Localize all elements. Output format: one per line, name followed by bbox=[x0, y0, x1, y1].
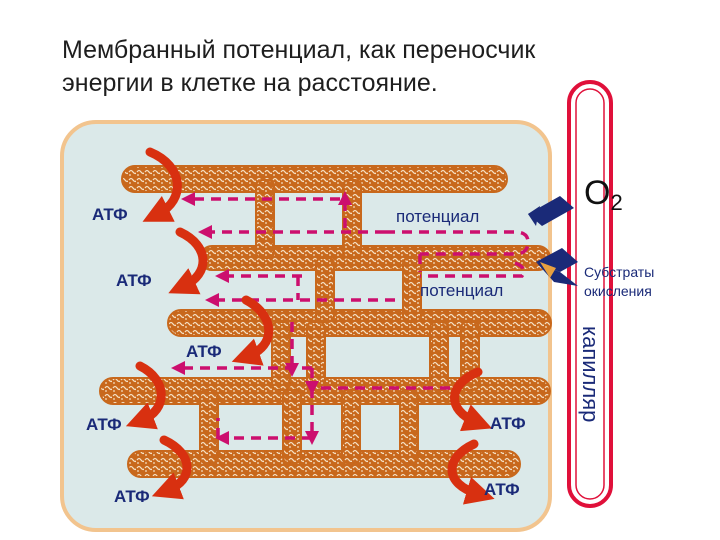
substrate-wedge-arrow-icon bbox=[536, 248, 578, 286]
membrane-connector bbox=[399, 389, 419, 464]
dashed-current-arrow-icon bbox=[420, 261, 526, 278]
title-line-2: энергии в клетке на расстояние. bbox=[62, 69, 438, 97]
title-line-1: Мембранный потенциал, как переносчик bbox=[62, 36, 536, 64]
atp-label: АТФ bbox=[490, 414, 526, 433]
atp-label: АТФ bbox=[86, 415, 122, 434]
capillary-inner-wall bbox=[575, 88, 605, 500]
atp-label: АТФ bbox=[116, 271, 152, 290]
membrane-bar bbox=[167, 309, 552, 337]
capillary-label: капилляр bbox=[578, 326, 603, 422]
membrane-connector bbox=[429, 321, 449, 391]
curved-atp-arrow-icon bbox=[125, 361, 166, 430]
substrates-label-line-2: окисления bbox=[584, 283, 652, 299]
curved-atp-arrow-icon bbox=[151, 435, 192, 500]
membrane-connector bbox=[271, 321, 291, 391]
membrane-connector bbox=[341, 389, 361, 464]
o2-label: O2 bbox=[584, 174, 623, 215]
mitochondrial-network bbox=[99, 165, 552, 478]
substrates-label-line-1: Субстраты bbox=[584, 264, 654, 280]
potential-label: потенциал bbox=[420, 281, 503, 300]
o2-main: O bbox=[584, 174, 610, 212]
membrane-connector bbox=[255, 179, 275, 259]
curved-atp-arrow-icon bbox=[450, 367, 493, 432]
curved-atp-arrow-icon bbox=[142, 147, 182, 222]
curved-atp-arrow-icon bbox=[168, 227, 208, 295]
membrane-connector bbox=[315, 257, 335, 323]
o2-wedge-arrow-icon bbox=[528, 196, 574, 226]
curved-atp-arrow-icon bbox=[447, 439, 495, 505]
curved-atp-arrow-icon bbox=[231, 295, 274, 366]
capillary-vessel bbox=[567, 80, 613, 508]
membrane-bar bbox=[199, 245, 551, 271]
o2-subscript: 2 bbox=[610, 190, 622, 215]
slide-title: Мембранный потенциал, как переносчик эне… bbox=[62, 34, 622, 100]
atp-label: АТФ bbox=[92, 205, 128, 224]
membrane-connector bbox=[282, 389, 302, 464]
potential-current-paths bbox=[171, 191, 530, 445]
atp-label: АТФ bbox=[186, 342, 222, 361]
membrane-bar bbox=[127, 450, 521, 478]
atp-label: АТФ bbox=[114, 487, 150, 506]
atp-arrows bbox=[125, 147, 495, 505]
membrane-connector bbox=[306, 321, 326, 391]
membrane-bar bbox=[121, 165, 508, 193]
membrane-connector bbox=[402, 257, 422, 323]
atp-label: АТФ bbox=[484, 480, 520, 499]
membrane-connector bbox=[199, 389, 219, 464]
potential-label: потенциал bbox=[396, 207, 479, 226]
